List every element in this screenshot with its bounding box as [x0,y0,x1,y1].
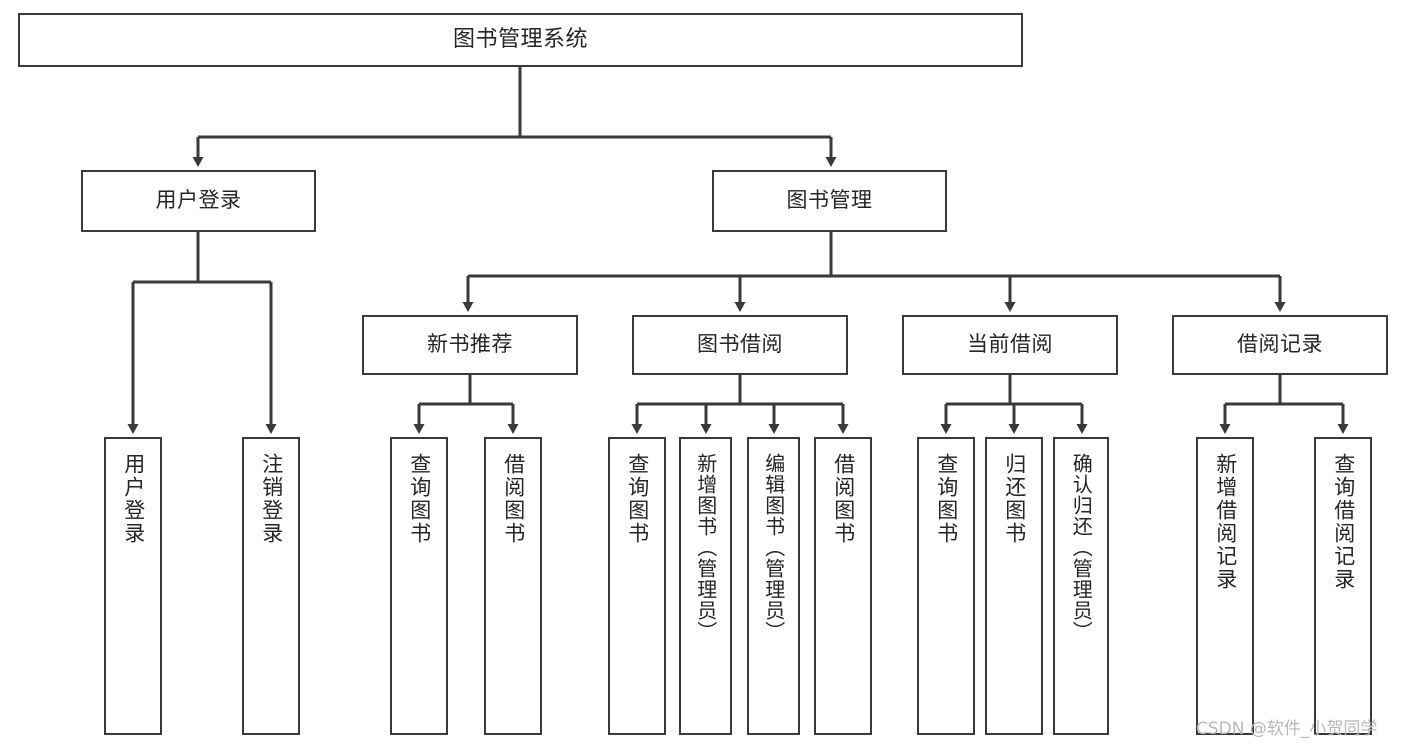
node-label: 借阅记录 [1237,332,1323,357]
leaf-query-borrow-record[interactable]: 查询借阅记录 [1314,437,1372,735]
node-label: 新增图书（管理员） [693,453,718,642]
node-current-borrow[interactable]: 当前借阅 [902,315,1118,375]
leaf-logout[interactable]: 注销登录 [242,437,300,735]
node-label: 查询图书 [407,453,432,545]
leaf-borrow-book[interactable]: 借阅图书 [814,437,872,735]
node-user-login[interactable]: 用户登录 [81,170,316,232]
node-label: 编辑图书（管理员） [761,453,786,642]
leaf-query-book-new[interactable]: 查询图书 [390,437,448,735]
leaf-query-book-current[interactable]: 查询图书 [917,437,975,735]
leaf-return-book[interactable]: 归还图书 [985,437,1043,735]
leaf-edit-book-admin[interactable]: 编辑图书（管理员） [747,437,800,735]
leaf-add-borrow-record[interactable]: 新增借阅记录 [1196,437,1254,735]
node-label: 新增借阅记录 [1213,453,1238,591]
node-borrow-record[interactable]: 借阅记录 [1172,315,1388,375]
node-new-book-recommend[interactable]: 新书推荐 [362,315,578,375]
leaf-add-book-admin[interactable]: 新增图书（管理员） [679,437,732,735]
node-label: 注销登录 [259,453,284,545]
leaf-query-book-borrow[interactable]: 查询图书 [608,437,666,735]
node-label: 当前借阅 [967,332,1053,357]
leaf-user-login[interactable]: 用户登录 [104,437,162,735]
leaf-borrow-book-new[interactable]: 借阅图书 [484,437,542,735]
node-label: 图书借阅 [697,332,783,357]
node-label: 确认归还（管理员） [1069,453,1094,642]
leaf-confirm-return-admin[interactable]: 确认归还（管理员） [1053,437,1109,735]
node-label: 用户登录 [155,188,242,213]
node-label: 新书推荐 [427,332,513,357]
node-label: 借阅图书 [501,453,526,545]
node-label: 查询图书 [934,453,959,545]
node-book-management[interactable]: 图书管理 [712,170,947,232]
node-label: 借阅图书 [831,453,856,545]
node-book-borrow[interactable]: 图书借阅 [632,315,848,375]
node-label: 查询图书 [625,453,650,545]
node-label: 查询借阅记录 [1331,453,1356,591]
node-label: 用户登录 [121,453,146,545]
node-root-system[interactable]: 图书管理系统 [18,13,1023,67]
node-label: 图书管理 [786,188,873,213]
node-label: 归还图书 [1002,453,1027,545]
watermark-text: CSDN @软件_小贺同学 [1196,719,1378,739]
node-label: 图书管理系统 [452,26,588,52]
